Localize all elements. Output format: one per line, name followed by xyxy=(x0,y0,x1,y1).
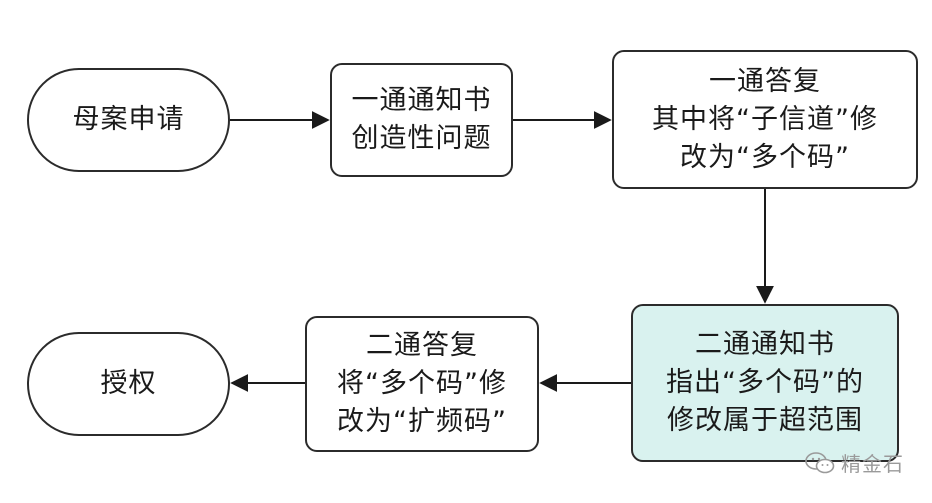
node-second-response: 二通答复 将“多个码”修 改为“扩频码” xyxy=(305,316,539,452)
node-parent-application: 母案申请 xyxy=(27,68,230,172)
node-line: 二通答复 xyxy=(366,330,478,361)
watermark-text: 精金石 xyxy=(841,452,904,476)
node-line: 一通通知书 xyxy=(351,85,492,116)
wechat-icon xyxy=(805,451,835,473)
node-line: 将“多个码”修 xyxy=(337,368,507,399)
node-grant: 授权 xyxy=(27,332,230,436)
node-line: 修改属于超范围 xyxy=(667,405,863,436)
node-line: 改为“多个码” xyxy=(680,141,850,173)
node-line: 指出“多个码”的 xyxy=(666,367,864,398)
node-first-office-action: 一通通知书 创造性问题 xyxy=(330,63,513,177)
node-label: 母案申请 xyxy=(72,104,185,135)
node-line: 二通通知书 xyxy=(695,329,835,360)
node-first-response: 一通答复 其中将“子信道”修 改为“多个码” xyxy=(612,50,918,189)
watermark: 精金石 xyxy=(805,448,904,477)
node-line: 一通答复 xyxy=(709,65,821,97)
node-line: 其中将“子信道”修 xyxy=(652,103,878,135)
node-line: 创造性问题 xyxy=(351,123,492,154)
node-label: 授权 xyxy=(100,368,157,399)
node-second-office-action: 二通通知书 指出“多个码”的 修改属于超范围 xyxy=(631,304,899,462)
node-line: 改为“扩频码” xyxy=(337,406,507,437)
